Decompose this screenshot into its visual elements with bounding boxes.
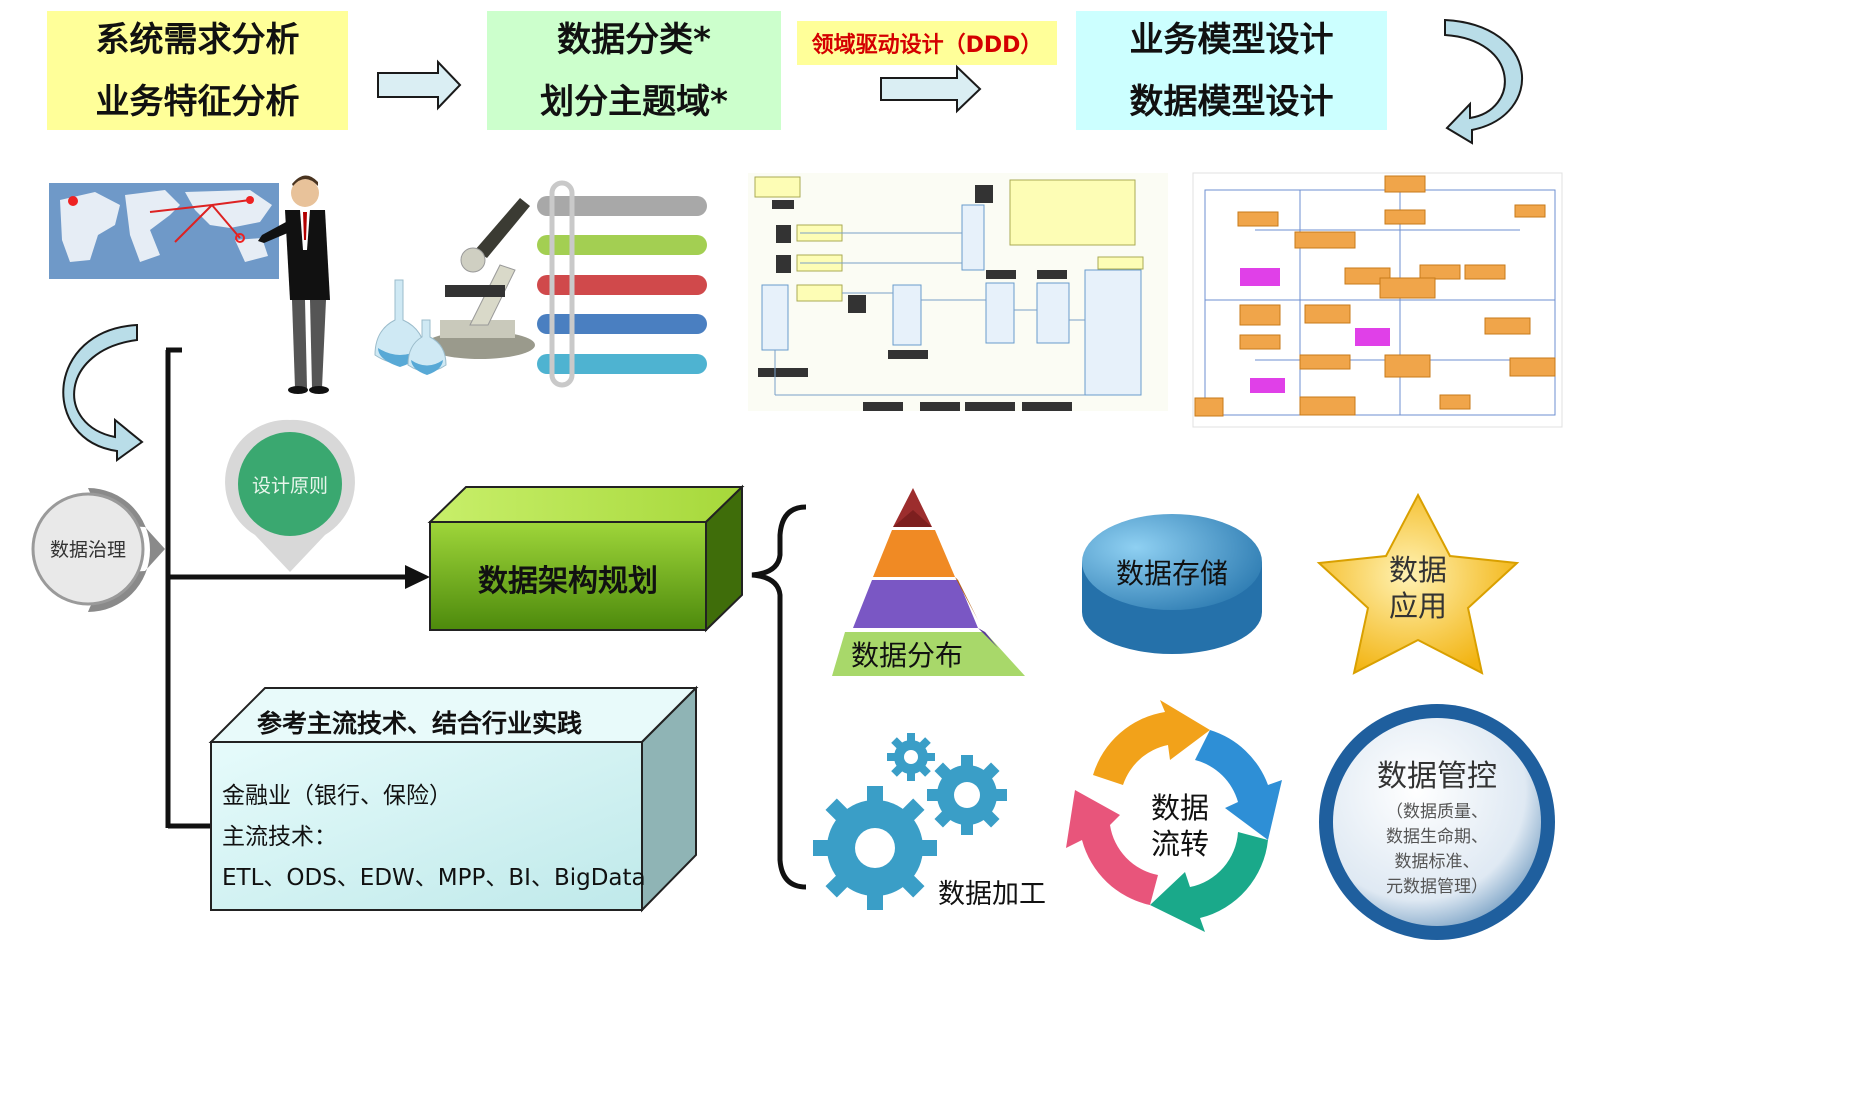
step1-line2: 业务特征分析 [95, 81, 300, 122]
category-bars-illustration [537, 180, 707, 388]
storage-label: 数据存储 [1115, 557, 1228, 590]
practice-line1: 金融业（银行、保险） [222, 783, 452, 809]
connector-lines [165, 347, 410, 829]
arrow-head-icon [405, 565, 430, 589]
design-principle-label: 设计原则 [251, 474, 328, 497]
step-box-model-design: 业务模型设计 数据模型设计 [1076, 11, 1387, 130]
data-model-diagram-thumbnail [748, 173, 1168, 411]
ddd-label: 领域驱动设计（DDD） [797, 21, 1057, 65]
architecture-label: 数据架构规划 [478, 564, 658, 599]
application-label: 数据 应用 [1368, 548, 1468, 628]
control-sub1: （数据质量、 [1386, 802, 1488, 822]
step2-line1: 数据分类* [557, 19, 711, 60]
control-sub3: 数据标准、 [1394, 852, 1480, 872]
flow-line1: 数据 [1150, 791, 1209, 825]
practice-title: 参考主流技术、结合行业实践 [257, 709, 583, 738]
processing-label: 数据加工 [938, 879, 1046, 910]
pyramid-icon [832, 488, 1025, 676]
database-cylinder-icon [1082, 514, 1262, 654]
control-title: 数据管控 [1377, 759, 1497, 794]
application-line2: 应用 [1388, 589, 1447, 623]
cycle-arrows-icon [1066, 700, 1282, 932]
design-principle-pin [225, 419, 355, 572]
curved-arrow-icon [1444, 18, 1523, 145]
application-line1: 数据 [1388, 553, 1447, 587]
step1-line1: 系统需求分析 [95, 19, 300, 60]
flow-line2: 流转 [1150, 827, 1209, 861]
control-sub2: 数据生命期、 [1386, 827, 1488, 847]
step2-line2: 划分主题域* [540, 81, 728, 122]
control-badge [1319, 704, 1555, 940]
distribution-label: 数据分布 [851, 639, 964, 672]
star-icon [1316, 492, 1520, 675]
step3-line2: 数据模型设计 [1129, 81, 1334, 122]
practice-box [208, 685, 699, 913]
step-box-classification: 数据分类* 划分主题域* [487, 11, 781, 130]
step3-line1: 业务模型设计 [1129, 19, 1334, 60]
business-model-diagram-thumbnail [1192, 172, 1563, 428]
gears-icon [813, 733, 1007, 910]
governance-label: 数据治理 [49, 538, 126, 561]
curly-brace [751, 504, 807, 890]
microscope-illustration [374, 198, 535, 375]
step-box-requirements: 系统需求分析 业务特征分析 [47, 11, 348, 130]
right-arrow-icon [880, 64, 982, 114]
governance-badge [31, 488, 165, 612]
control-sub4: 元数据管理） [1386, 877, 1488, 897]
curved-arrow-icon [62, 323, 144, 462]
practice-line2: 主流技术： [222, 824, 337, 850]
practice-line3: ETL、ODS、EDW、MPP、BI、BigData [222, 865, 646, 891]
world-map-presenter-illustration [49, 175, 330, 394]
right-arrow-icon [377, 59, 462, 111]
control-label: 数据管控 （数据质量、 数据生命期、 数据标准、 元数据管理） [1357, 752, 1517, 902]
architecture-cube [427, 484, 745, 633]
flow-label: 数据 流转 [1135, 788, 1225, 864]
